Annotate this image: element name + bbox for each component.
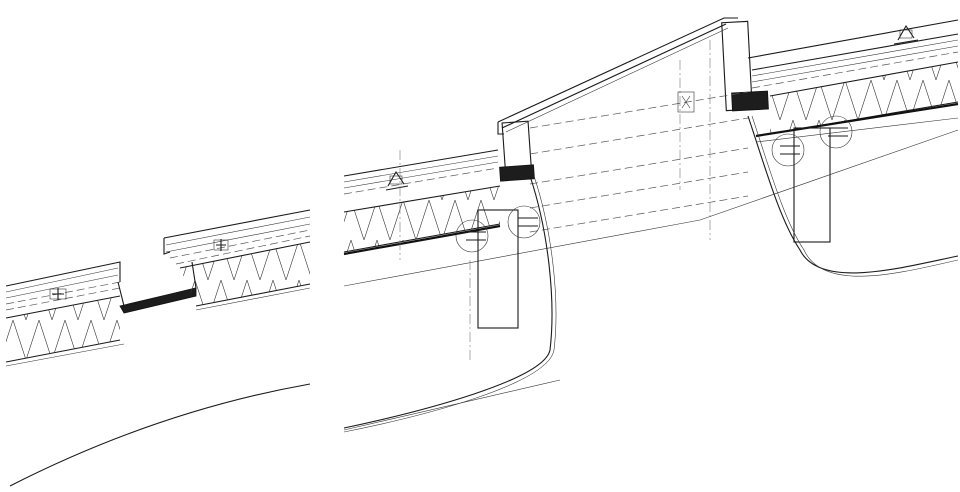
right-panel-skylight-section [343, 17, 959, 433]
left-panel-roof-gutter-section [5, 209, 311, 487]
clamp-icon [385, 170, 409, 191]
rafter-left [477, 209, 519, 329]
clamp-icon [893, 24, 919, 45]
rafter-right [793, 127, 831, 243]
